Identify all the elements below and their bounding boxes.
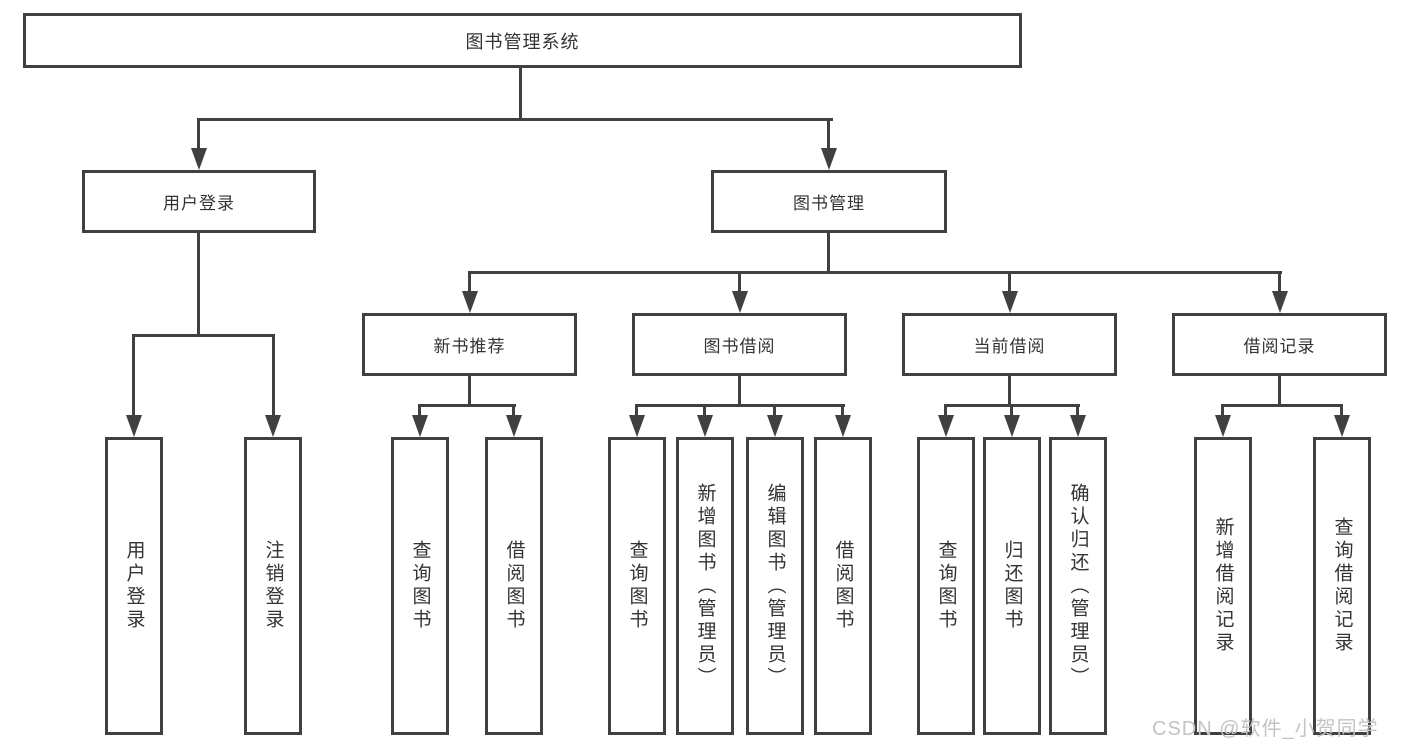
connector-line xyxy=(827,232,830,274)
arrow-down-icon xyxy=(697,415,713,437)
node-edit-book-admin: 编辑图书（管理员） xyxy=(746,437,804,735)
arrow-down-icon xyxy=(767,415,783,437)
node-label: 借阅图书 xyxy=(503,540,525,632)
arrow-down-icon xyxy=(265,415,281,437)
connector-line xyxy=(738,376,741,407)
node-borrow-book: 借阅图书 xyxy=(485,437,543,735)
connector-line xyxy=(1221,404,1224,416)
node-borrow-book: 借阅图书 xyxy=(814,437,872,735)
node-library-management-system: 图书管理系统 xyxy=(23,13,1022,68)
node-label: 查询图书 xyxy=(935,540,957,632)
arrow-down-icon xyxy=(506,415,522,437)
connector-line xyxy=(512,404,515,416)
arrow-down-icon xyxy=(126,415,142,437)
node-query-book: 查询图书 xyxy=(608,437,666,735)
node-book-borrow: 图书借阅 xyxy=(632,313,847,376)
arrow-down-icon xyxy=(1004,415,1020,437)
arrow-down-icon xyxy=(938,415,954,437)
arrow-down-icon xyxy=(629,415,645,437)
arrow-down-icon xyxy=(1070,415,1086,437)
connector-line xyxy=(197,118,833,121)
node-query-book: 查询图书 xyxy=(391,437,449,735)
connector-line xyxy=(1340,404,1343,416)
arrow-down-icon xyxy=(462,291,478,313)
node-query-book: 查询图书 xyxy=(917,437,975,735)
node-label: 查询借阅记录 xyxy=(1331,517,1353,655)
node-label: 归还图书 xyxy=(1001,540,1023,632)
connector-line xyxy=(519,66,522,120)
node-label: 查询图书 xyxy=(409,540,431,632)
arrow-down-icon xyxy=(191,148,207,170)
connector-line xyxy=(1010,404,1013,416)
node-borrow-record: 借阅记录 xyxy=(1172,313,1387,376)
node-return-book: 归还图书 xyxy=(983,437,1041,735)
connector-line xyxy=(418,404,516,407)
connector-line xyxy=(1008,376,1011,407)
arrow-down-icon xyxy=(835,415,851,437)
arrow-down-icon xyxy=(732,291,748,313)
node-add-book-admin: 新增图书（管理员） xyxy=(676,437,734,735)
arrow-down-icon xyxy=(1215,415,1231,437)
connector-line xyxy=(703,404,706,416)
connector-line xyxy=(197,232,200,336)
node-book-management: 图书管理 xyxy=(711,170,947,233)
arrow-down-icon xyxy=(412,415,428,437)
arrow-down-icon xyxy=(1272,291,1288,313)
connector-line xyxy=(197,118,200,150)
connector-line xyxy=(738,271,741,293)
connector-line xyxy=(841,404,844,416)
connector-line xyxy=(944,404,947,416)
connector-line xyxy=(132,334,275,337)
node-user-login-leaf: 用户登录 xyxy=(105,437,163,735)
connector-line xyxy=(635,404,638,416)
connector-line xyxy=(827,118,830,150)
node-new-book-recommend: 新书推荐 xyxy=(362,313,577,376)
connector-line xyxy=(773,404,776,416)
connector-line xyxy=(1008,271,1011,293)
arrow-down-icon xyxy=(821,148,837,170)
arrow-down-icon xyxy=(1334,415,1350,437)
connector-line xyxy=(635,404,845,407)
node-label: 借阅图书 xyxy=(832,540,854,632)
connector-line xyxy=(1221,404,1343,407)
connector-line xyxy=(132,334,135,416)
connector-line xyxy=(468,376,471,407)
node-label: 用户登录 xyxy=(123,540,145,632)
csdn-watermark: CSDN @软件_小贺同学 xyxy=(1152,718,1379,740)
connector-line xyxy=(1278,376,1281,407)
node-logout: 注销登录 xyxy=(244,437,302,735)
arrow-down-icon xyxy=(1002,291,1018,313)
node-label: 查询图书 xyxy=(626,540,648,632)
node-label: 新增借阅记录 xyxy=(1212,517,1234,655)
node-label: 注销登录 xyxy=(262,540,284,632)
node-query-borrow-record: 查询借阅记录 xyxy=(1313,437,1371,735)
connector-line xyxy=(468,271,471,293)
node-label: 确认归还（管理员） xyxy=(1067,482,1089,690)
node-current-borrow: 当前借阅 xyxy=(902,313,1117,376)
node-confirm-return-admin: 确认归还（管理员） xyxy=(1049,437,1107,735)
connector-line xyxy=(468,271,1282,274)
node-label: 编辑图书（管理员） xyxy=(764,482,786,690)
node-user-login: 用户登录 xyxy=(82,170,316,233)
connector-line xyxy=(418,404,421,416)
connector-line xyxy=(272,334,275,416)
connector-line xyxy=(1076,404,1079,416)
node-label: 新增图书（管理员） xyxy=(694,482,716,690)
node-add-borrow-record: 新增借阅记录 xyxy=(1194,437,1252,735)
connector-line xyxy=(1278,271,1281,293)
